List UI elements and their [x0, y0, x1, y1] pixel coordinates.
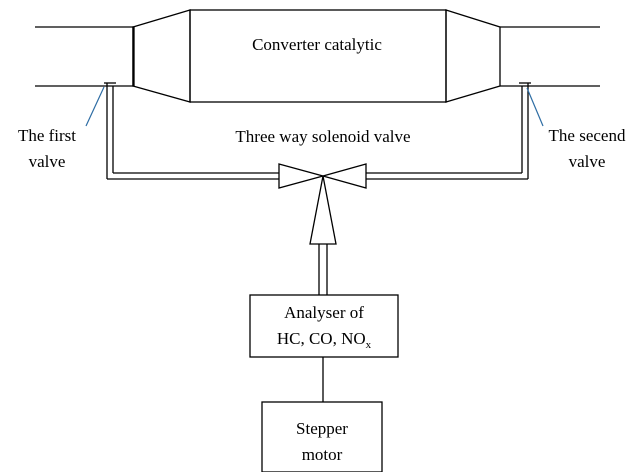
analyser-box: Analyser of HC, CO, NOx — [249, 294, 399, 358]
stepper-label-line1: Stepper — [296, 419, 348, 438]
second-valve — [366, 82, 531, 180]
converter-label: Converter catalytic — [252, 35, 382, 54]
analyser-label-line2: HC, CO, NOx — [277, 329, 372, 351]
catalytic-converter: Converter catalytic — [132, 9, 501, 103]
solenoid-left-triangle — [278, 163, 326, 189]
converter-body — [189, 9, 447, 103]
analyser-label-line1: Analyser of — [284, 303, 364, 322]
solenoid-to-analyser-line — [318, 244, 328, 295]
solenoid-bottom-triangle — [309, 175, 337, 245]
second-valve-label-line1: The secend — [549, 126, 626, 145]
first-valve — [104, 82, 279, 180]
three-way-solenoid-valve: Three way solenoid valve — [235, 127, 411, 245]
first-valve-label-line2: valve — [29, 152, 66, 171]
stepper-label-line2: motor — [302, 445, 343, 464]
first-valve-callout: The first valve — [18, 86, 105, 171]
inlet-pipe — [35, 26, 133, 87]
second-valve-callout: The secend valve — [526, 87, 626, 171]
solenoid-label: Three way solenoid valve — [235, 127, 410, 146]
first-valve-label-line1: The first — [18, 126, 76, 145]
second-valve-pointer — [526, 87, 544, 127]
second-valve-label-line2: valve — [569, 152, 606, 171]
outlet-pipe — [500, 26, 600, 87]
converter-inlet-cone — [132, 9, 191, 103]
solenoid-right-triangle — [320, 163, 367, 189]
first-valve-pointer — [85, 86, 105, 127]
converter-outlet-cone — [445, 9, 501, 103]
stepper-motor-box: Stepper motor — [261, 401, 383, 472]
